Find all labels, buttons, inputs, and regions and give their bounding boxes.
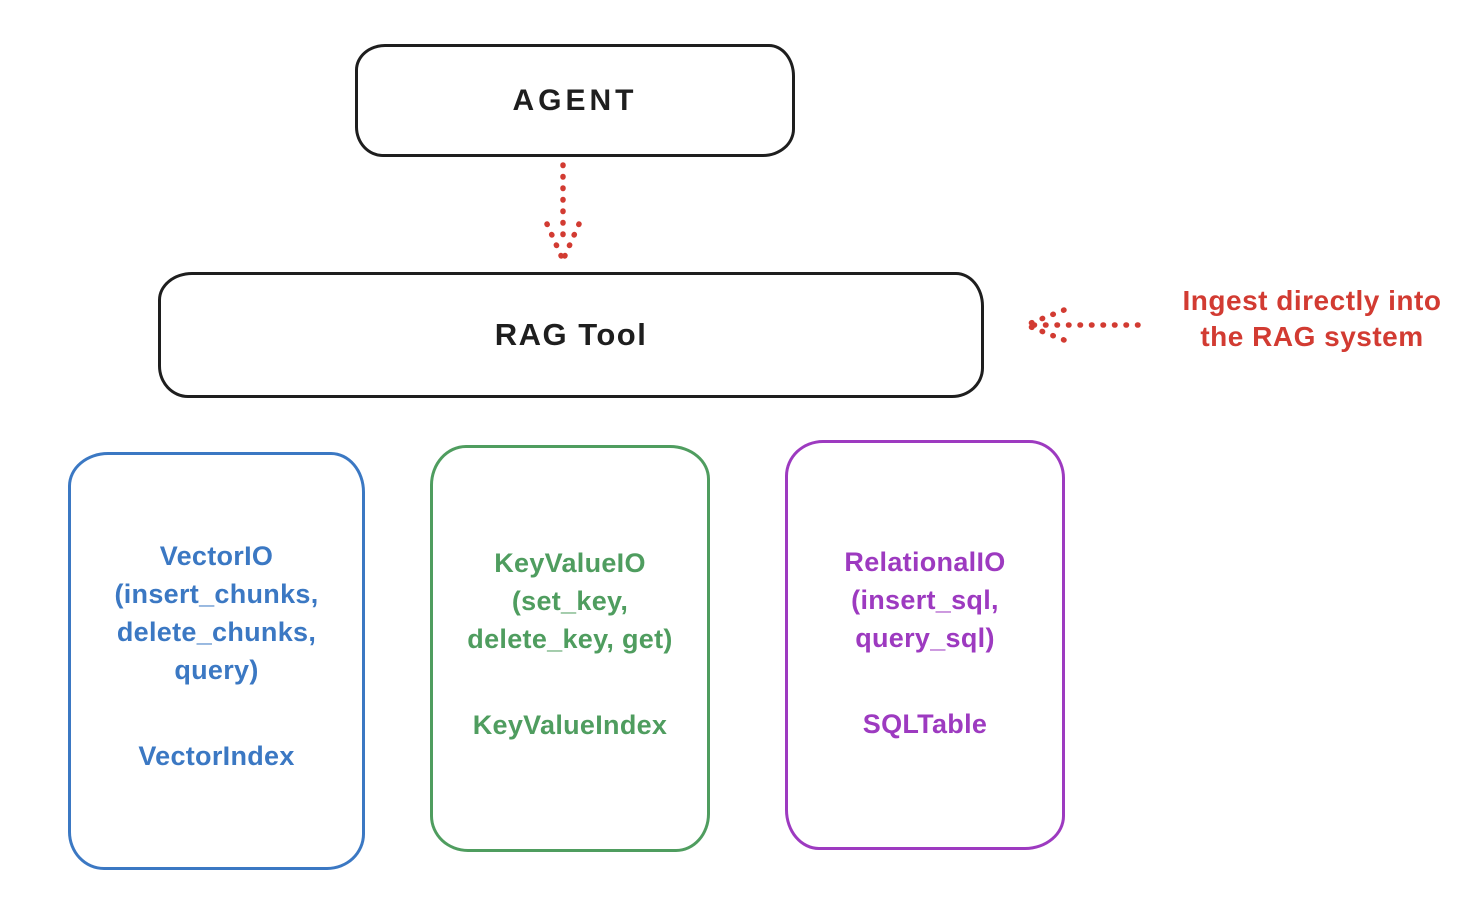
vector-io-index: VectorIndex bbox=[138, 741, 295, 771]
agent-node: AGENT bbox=[355, 44, 795, 157]
agent-to-ragtool-arrow-icon bbox=[544, 162, 582, 263]
keyvalue-io-node: KeyValueIO (set_key, delete_key, get) Ke… bbox=[430, 445, 710, 852]
ingest-annotation: Ingest directly into the RAG system bbox=[1140, 283, 1484, 355]
keyvalue-io-index: KeyValueIndex bbox=[472, 710, 668, 740]
vector-io-node: VectorIO (insert_chunks, delete_chunks, … bbox=[68, 452, 365, 870]
ingest-annotation-line1: Ingest directly into bbox=[1182, 285, 1442, 316]
agent-node-label: AGENT bbox=[512, 83, 638, 117]
vector-io-methods: (insert_chunks, delete_chunks, query) bbox=[114, 579, 319, 685]
relational-io-node: RelationalIO (insert_sql, query_sql) SQL… bbox=[785, 440, 1065, 850]
relational-io-methods: (insert_sql, query_sql) bbox=[851, 585, 999, 653]
rag-tool-node: RAG Tool bbox=[158, 272, 984, 398]
vector-io-title: VectorIO bbox=[159, 541, 274, 571]
relational-io-title: RelationalIO bbox=[844, 547, 1006, 577]
annotation-to-ragtool-arrow-icon bbox=[1023, 307, 1141, 343]
rag-tool-node-label: RAG Tool bbox=[494, 317, 648, 352]
ingest-annotation-line2: the RAG system bbox=[1200, 321, 1424, 352]
keyvalue-io-methods: (set_key, delete_key, get) bbox=[467, 586, 673, 654]
relational-io-index: SQLTable bbox=[862, 709, 988, 739]
keyvalue-io-title: KeyValueIO bbox=[494, 548, 646, 578]
